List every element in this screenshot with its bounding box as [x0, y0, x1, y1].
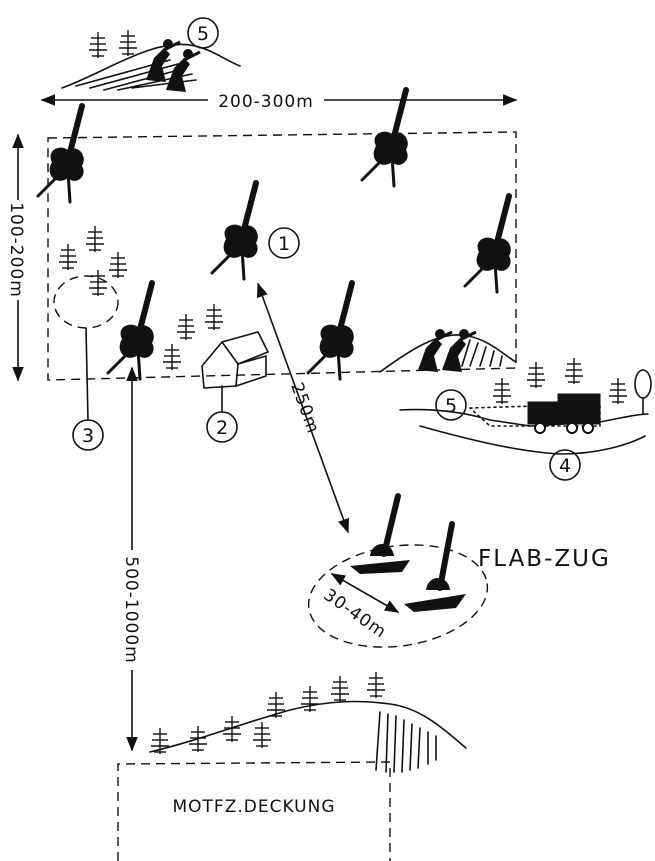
- tree-icon: [252, 721, 272, 749]
- gun-icon: [38, 106, 84, 202]
- soldier-icon: [164, 47, 202, 94]
- marker-circle: [549, 449, 581, 481]
- tree-icon: [88, 269, 108, 297]
- tree-icon: [118, 29, 138, 57]
- hut: 2: [162, 303, 269, 443]
- gun-icon: [465, 196, 511, 292]
- observation-post-top: 5: [61, 17, 241, 94]
- marker-circle: [187, 17, 219, 49]
- tree-icon: [526, 361, 546, 389]
- marker-1: 1: [278, 233, 290, 255]
- vehicle-cover: MOTFZ.DECKUNG: [117, 671, 467, 861]
- marker-circle: [206, 411, 238, 443]
- tree-icon: [266, 691, 286, 719]
- depth-dimension: 100-200m: [6, 133, 28, 382]
- flab-gun-icon: [350, 493, 410, 574]
- truck-icon: [527, 393, 601, 434]
- width-label: 200-300m: [218, 92, 314, 112]
- tree-icon: [150, 727, 170, 755]
- depth-label: 100-200m: [6, 202, 26, 298]
- width-dimension: 200-300m: [40, 90, 518, 112]
- tree-icon: [85, 225, 105, 253]
- tree-icon: [108, 251, 128, 279]
- flab-platoon: 30-40m FLAB-ZUG: [307, 493, 611, 648]
- tree-icon: [58, 243, 78, 271]
- tree-icon: [330, 675, 350, 703]
- clearing-area: 3: [53, 225, 128, 451]
- flab-gun-icon: [404, 521, 466, 612]
- vehicle-distance-label: 500-1000m: [121, 556, 141, 663]
- marker-3: 3: [82, 425, 94, 447]
- vehicle-area: 5 4: [399, 357, 652, 481]
- tree-icon: [564, 357, 584, 385]
- tree-icon: [162, 343, 182, 371]
- flab-distance: 250m: [257, 282, 349, 534]
- vehicle-distance: 500-1000m: [120, 366, 144, 752]
- tree-icon: [492, 377, 512, 405]
- vehicle-cover-area: [117, 761, 391, 861]
- marker-circle: [72, 419, 104, 451]
- tree-icon: [188, 725, 208, 753]
- marker-circle: [435, 389, 467, 421]
- observation-post-inner: [379, 327, 517, 374]
- tree-icon: [608, 377, 628, 405]
- gun-icon: [362, 90, 408, 186]
- tree-icon: [222, 715, 242, 743]
- gun-icon: [308, 283, 354, 379]
- tree-icon: [176, 313, 196, 341]
- flab-platoon-label: FLAB-ZUG: [478, 546, 611, 572]
- marker-5-top: 5: [197, 23, 209, 45]
- gun-icon: [108, 283, 154, 379]
- marker-5-vehicles: 5: [445, 395, 457, 417]
- marker-2: 2: [216, 417, 228, 439]
- marker-4: 4: [559, 455, 571, 477]
- tree-icon: [88, 31, 108, 59]
- tree-icon: [204, 303, 224, 331]
- position-perimeter: [47, 131, 517, 381]
- flab-distance-label: 250m: [286, 380, 323, 437]
- tree-icon: [366, 671, 386, 699]
- flab-spacing-label: 30-40m: [320, 585, 390, 643]
- vehicle-cover-label: MOTFZ.DECKUNG: [173, 797, 336, 817]
- marker-circle: [268, 227, 300, 259]
- hut-icon: [201, 331, 269, 389]
- tree-icon: [300, 685, 320, 713]
- gun-icon: [212, 183, 258, 279]
